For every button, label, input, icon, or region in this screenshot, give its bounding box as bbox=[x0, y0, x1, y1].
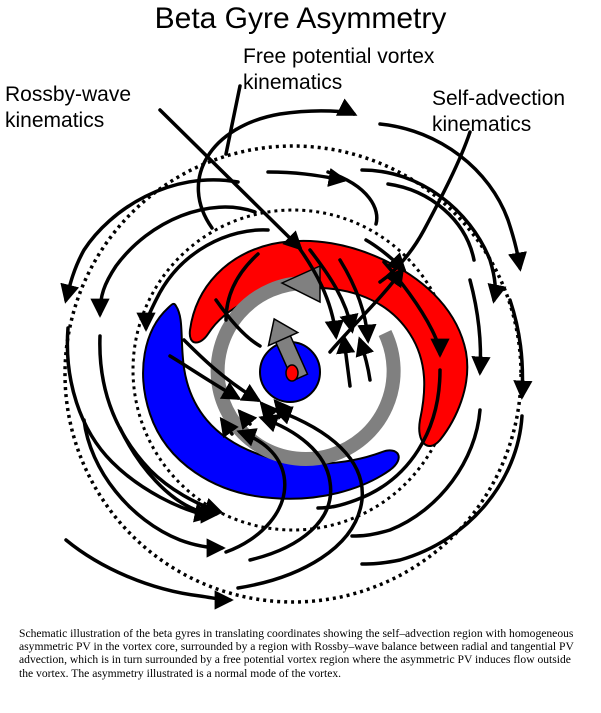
vortex-motion-arrow bbox=[267, 317, 309, 382]
streamline bbox=[336, 334, 356, 388]
streamline bbox=[182, 338, 262, 402]
streamline bbox=[82, 418, 226, 558]
circulation-ring bbox=[210, 275, 401, 466]
streamline bbox=[273, 399, 294, 420]
streamline bbox=[64, 538, 234, 610]
streamlines bbox=[60, 98, 533, 610]
core-center bbox=[285, 364, 299, 382]
streamline bbox=[98, 334, 224, 517]
streamline bbox=[90, 205, 257, 318]
label-leaders bbox=[158, 84, 472, 354]
streamline bbox=[386, 182, 476, 262]
leader-rossby-wave bbox=[158, 108, 303, 251]
streamline bbox=[316, 368, 442, 510]
streamline bbox=[355, 336, 375, 382]
streamline bbox=[378, 122, 527, 272]
streamline bbox=[219, 416, 239, 439]
leader-free-potential bbox=[224, 84, 242, 156]
label-self-advection: Self-advection kinematics bbox=[432, 87, 566, 136]
streamline bbox=[214, 298, 262, 348]
streamline bbox=[237, 409, 258, 430]
leader-self-advection-arrow bbox=[328, 266, 405, 354]
streamline bbox=[350, 408, 482, 538]
streamline bbox=[224, 252, 260, 322]
streamline bbox=[224, 428, 287, 554]
label-free-potential: Free potential vortex kinematics bbox=[243, 45, 435, 94]
streamline bbox=[136, 228, 270, 332]
streamline bbox=[118, 426, 220, 524]
streamline bbox=[259, 401, 280, 422]
figure-title: Beta Gyre Asymmetry bbox=[154, 2, 447, 35]
negative-gyre-blue bbox=[142, 302, 400, 500]
label-rossby-wave: Rossby-wave kinematics bbox=[5, 83, 132, 132]
streamline bbox=[196, 98, 358, 230]
streamline bbox=[266, 167, 348, 187]
streamline bbox=[236, 406, 364, 590]
streamline bbox=[308, 248, 359, 334]
streamline bbox=[248, 414, 333, 562]
streamline bbox=[360, 168, 507, 304]
streamline bbox=[360, 414, 524, 566]
streamline bbox=[338, 258, 377, 344]
streamline bbox=[468, 278, 491, 376]
streamline bbox=[60, 178, 240, 304]
streamline bbox=[508, 298, 533, 400]
streamline bbox=[65, 326, 214, 523]
figure-caption: Schematic illustration of the beta gyres… bbox=[19, 627, 574, 680]
streamline bbox=[168, 354, 242, 400]
